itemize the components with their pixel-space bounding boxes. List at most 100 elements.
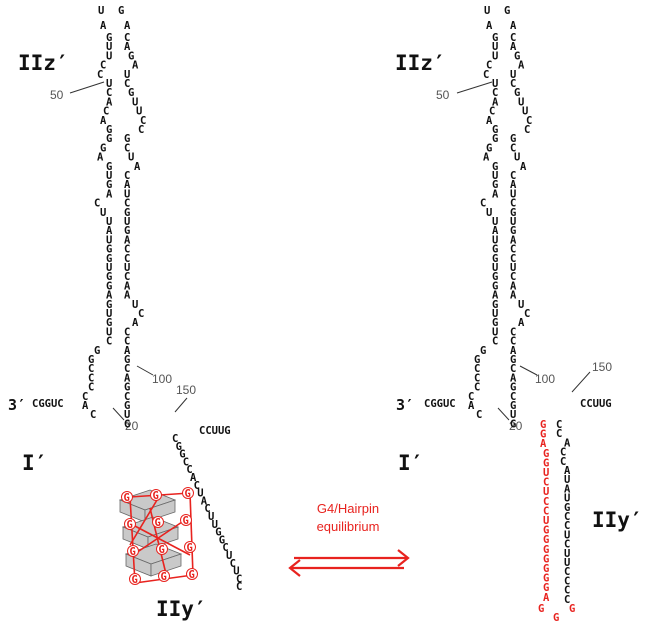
right-stem-right-nt: U xyxy=(510,262,516,274)
right-stem-right-nt: C xyxy=(510,32,516,44)
right-stem-right-nt: C xyxy=(524,124,530,136)
equilibrium-label-line1: G4/Hairpin xyxy=(317,501,379,516)
left-stem-right-nt: C xyxy=(138,308,144,320)
left-stem-left-nt: G xyxy=(94,345,100,357)
label-3prime-left: 3′ xyxy=(8,396,26,414)
hairpin-loop-nt: G xyxy=(569,603,575,615)
right-stem-left-nt: G xyxy=(492,253,498,265)
right-stem-left-nt: U xyxy=(492,234,498,246)
label-3prime-right: 3′ xyxy=(396,396,414,414)
left-stem-right-nt: U xyxy=(136,106,142,118)
loop-tail-left: CCUUG xyxy=(199,425,231,437)
hairpin-red-nt: U xyxy=(543,515,549,527)
left-stem-left-nt: G xyxy=(106,317,112,329)
right-stem-left-nt: G xyxy=(492,317,498,329)
left-stem-right-nt: U xyxy=(124,188,130,200)
left-stem-left-nt: G xyxy=(106,299,112,311)
iiy-diagonal-nt: U xyxy=(212,519,218,531)
iiy-hairpin: GGAGGUCUCCUGGGGGGGAGGGCCACCAUAUGCCUCUUCC… xyxy=(538,419,575,624)
forward-arrowhead xyxy=(397,549,410,567)
left-stem-right-nt: U xyxy=(124,409,130,421)
right-stem-right-nt: G xyxy=(510,133,516,145)
right-stem-right-nt: C xyxy=(510,363,516,375)
left-stem-left-nt: U xyxy=(106,262,112,274)
hairpin-black-nt: C xyxy=(564,520,570,532)
hairpin-red-nt: G xyxy=(543,553,549,565)
hairpin-red-nt: A xyxy=(543,592,550,604)
right-stem-left-nt: U xyxy=(486,207,492,219)
right-stem-right-nt: C xyxy=(510,336,516,348)
left-stem-left-nt: G xyxy=(106,179,112,191)
iiy-diagonal-nt: C xyxy=(204,503,210,515)
hairpin-black-nt: C xyxy=(556,428,562,440)
right-stem-right-nt: G xyxy=(510,400,516,412)
iiy-diagonal-nt: G xyxy=(215,527,221,539)
hairpin-red-nt: U xyxy=(543,467,549,479)
hairpin-black-nt: U xyxy=(564,557,570,569)
num-150-right: 150 xyxy=(592,360,612,374)
right-stem-left-nt: C xyxy=(468,391,474,403)
hairpin-black-nt: A xyxy=(564,465,571,477)
left-stem-left-nt: C xyxy=(94,198,100,210)
leader-50-right xyxy=(456,81,493,94)
right-stem-left-nt: G xyxy=(492,280,498,292)
left-stem-right-nt: C xyxy=(124,271,130,283)
left-stem-left-nt: C xyxy=(88,382,94,394)
hairpin-black-nt: A xyxy=(564,483,571,495)
left-stem-right-nt: C xyxy=(138,124,144,136)
left-stem-left-nt: U xyxy=(106,308,112,320)
right-stem-right-nt: G xyxy=(510,354,516,366)
left-stem-right-nt: C xyxy=(124,363,130,375)
hairpin-red-nt: U xyxy=(543,486,549,498)
right-stem-left-nt: G xyxy=(492,299,498,311)
right-stem-right-nt: C xyxy=(526,115,532,127)
g4-node-circle xyxy=(182,487,194,499)
num-100-left: 100 xyxy=(152,372,172,386)
right-stem-left-nt: G xyxy=(492,124,498,136)
g4-node-circle xyxy=(158,570,170,582)
left-stem-right-nt: U xyxy=(124,216,130,228)
left-stem-left-nt: G xyxy=(106,161,112,173)
g4-guanine-nt: G xyxy=(153,490,159,502)
label-IIy-left: IIy′ xyxy=(156,597,207,621)
left-stem-left-nt: U xyxy=(100,207,106,219)
left-stem-left-nt: G xyxy=(106,133,112,145)
right-stem-left-nt: C xyxy=(483,69,489,81)
right-loop-nt: G xyxy=(504,5,510,17)
left-stem-left-nt: A xyxy=(106,225,113,237)
hairpin-loop-nt: G xyxy=(538,603,544,615)
num-50-right: 50 xyxy=(436,88,450,102)
left-stem-right-nt: C xyxy=(124,336,130,348)
right-stem-right-nt: C xyxy=(510,142,516,154)
right-loop-nt: A xyxy=(486,20,493,32)
hairpin-red-nt: G xyxy=(543,448,549,460)
iiy-diagonal-nt: C xyxy=(172,433,178,445)
g4-node-circle xyxy=(129,573,141,585)
hairpin-black-nt: C xyxy=(564,566,570,578)
right-stem-right-nt: C xyxy=(510,198,516,210)
right-stem-left-nt: A xyxy=(492,96,499,108)
label-I-left: I′ xyxy=(22,451,47,475)
g4-guanine-nt: G xyxy=(159,544,165,556)
num-100-right: 100 xyxy=(535,372,555,386)
right-stem-right-nt: G xyxy=(510,225,516,237)
left-stem-right-nt: G xyxy=(124,225,130,237)
iiy-diagonal-nt: U xyxy=(208,511,214,523)
hairpin-red-nt: G xyxy=(543,534,549,546)
iiy-diagonal-nt: U xyxy=(197,488,203,500)
left-stem-left-nt: G xyxy=(88,354,94,366)
right-stem-right-nt: G xyxy=(514,50,520,62)
left-stem-left-nt: G xyxy=(106,124,112,136)
left-stem-right-nt: A xyxy=(124,179,131,191)
left-stem-left-nt: U xyxy=(106,50,112,62)
right-stem-right-nt: U xyxy=(510,69,516,81)
left-stem-left-nt: C xyxy=(106,336,112,348)
right-stem-left-nt: G xyxy=(486,142,492,154)
tail-5-left: CGGUC xyxy=(32,398,64,410)
g4-guanine-nt: G xyxy=(161,571,167,583)
left-stem-left-nt: C xyxy=(82,391,88,403)
right-stem-right-nt: U xyxy=(510,409,516,421)
right-stem-right-nt: U xyxy=(518,96,524,108)
g4-guanine-nt: G xyxy=(185,488,191,500)
left-stem-left-nt: C xyxy=(100,60,106,72)
